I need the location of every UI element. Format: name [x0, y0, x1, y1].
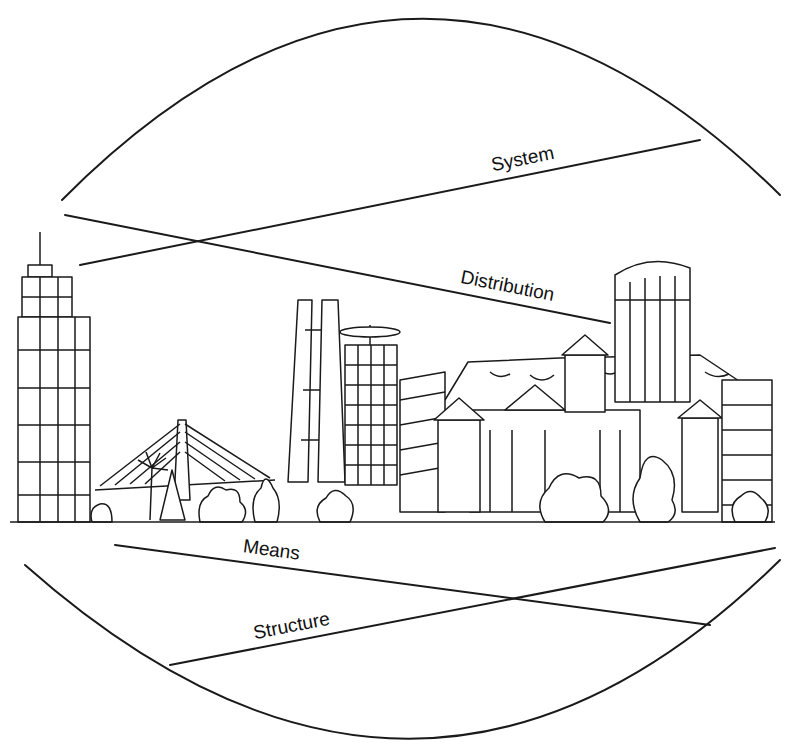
sketch-stroke	[288, 300, 312, 482]
sketch-stroke	[10, 521, 775, 523]
sketch-stroke	[565, 355, 605, 412]
sketch-stroke	[199, 487, 246, 522]
sketch-stroke	[160, 470, 185, 520]
sketch-stroke	[170, 548, 775, 665]
line-label: Means	[239, 535, 304, 565]
sketch-stroke	[253, 479, 279, 522]
sketch-stroke	[25, 560, 780, 739]
sketch-stroke	[633, 457, 675, 522]
sketch-stroke	[682, 418, 718, 512]
sketch-stroke	[39, 232, 41, 265]
sketch-stroke	[562, 335, 608, 355]
sketch-stroke	[732, 491, 768, 522]
sketch-stroke	[434, 398, 484, 420]
sketch-stroke	[615, 261, 690, 402]
sketch-stroke	[345, 345, 397, 485]
sketch-stroke	[345, 345, 397, 485]
sketch-stroke	[505, 385, 565, 410]
sketch-stroke	[80, 140, 700, 265]
sketch-stroke	[28, 265, 52, 277]
line-label: Distribution	[456, 265, 559, 306]
sketch-stroke	[540, 474, 609, 522]
sketch-stroke	[490, 370, 729, 380]
line-label: Structure	[249, 607, 335, 644]
sketch-stroke	[18, 317, 90, 522]
sketch-stroke	[340, 327, 400, 337]
sketch-stroke	[678, 400, 722, 418]
sketch-stroke	[91, 504, 112, 522]
sketch-stroke	[317, 490, 353, 522]
sketch-stroke	[18, 277, 90, 522]
sketch-stroke	[615, 276, 690, 402]
sketch-stroke	[318, 300, 345, 482]
sketch-stroke	[722, 405, 772, 505]
sketch-stroke	[722, 380, 772, 522]
sketch-stroke	[301, 330, 322, 440]
sketch-stroke	[62, 19, 780, 200]
sketch-stroke	[10, 232, 775, 522]
sketch-stroke	[25, 19, 780, 739]
sketch-stroke	[438, 420, 480, 512]
sketch-stroke	[100, 424, 270, 486]
sketch-stroke	[115, 545, 710, 625]
